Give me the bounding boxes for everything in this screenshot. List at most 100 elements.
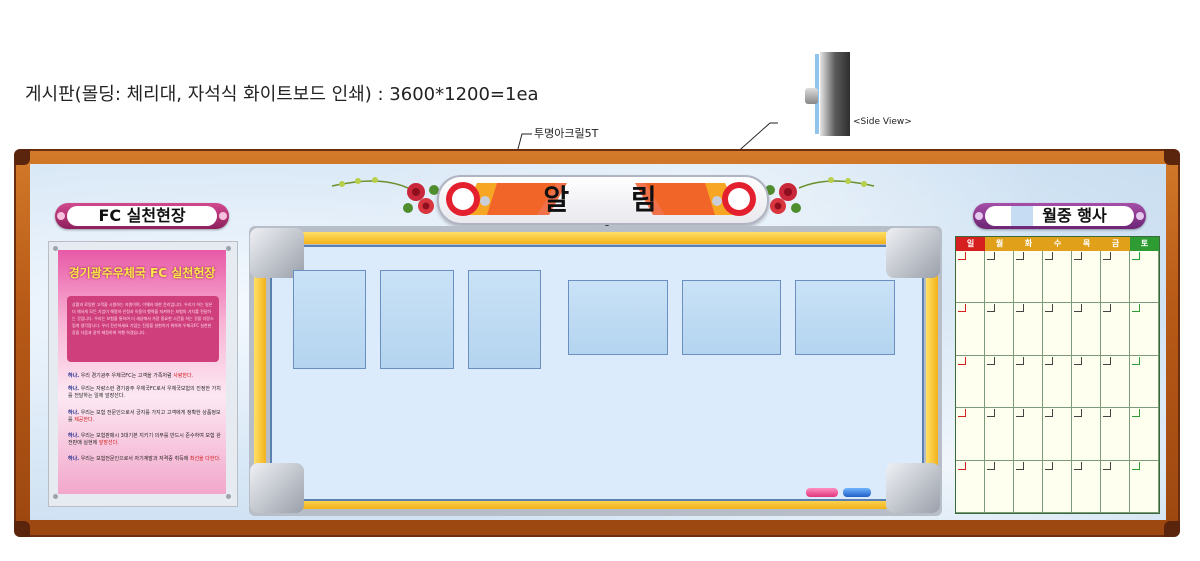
calendar-date-box bbox=[1103, 409, 1111, 418]
screw-icon bbox=[53, 494, 58, 499]
calendar-date-box bbox=[1074, 252, 1082, 260]
calendar-cell[interactable] bbox=[1101, 408, 1130, 461]
calendar-cell[interactable] bbox=[1101, 303, 1130, 356]
calendar-cell[interactable] bbox=[1072, 408, 1101, 461]
calendar-cell[interactable] bbox=[1130, 303, 1159, 356]
calendar-date-box bbox=[958, 461, 966, 470]
whiteboard-rail-left bbox=[254, 275, 266, 465]
whiteboard-corner-bracket bbox=[886, 228, 940, 278]
calendar-cell[interactable] bbox=[1130, 408, 1159, 461]
poster-title: 경기광주우체국 FC 실천헌장 bbox=[68, 266, 216, 280]
calendar-date-box bbox=[958, 304, 966, 313]
calendar-cell[interactable] bbox=[1072, 303, 1101, 356]
side-view-label: <Side View> bbox=[853, 117, 912, 127]
calendar-cell[interactable] bbox=[1072, 251, 1101, 304]
calendar-date-box bbox=[1074, 356, 1082, 365]
badge-highlight bbox=[1011, 206, 1033, 226]
monthly-events-label: 월중 행사 bbox=[985, 206, 1134, 226]
calendar-cell[interactable] bbox=[985, 460, 1014, 513]
acrylic-pocket[interactable] bbox=[293, 270, 366, 369]
corner-cap-br bbox=[1164, 521, 1180, 537]
calendar-cell[interactable] bbox=[985, 408, 1014, 461]
corner-cap-bl bbox=[14, 521, 30, 537]
calendar-date-box bbox=[1016, 304, 1024, 313]
poster-intro-box bbox=[67, 296, 219, 362]
title-plate-ornament bbox=[446, 182, 756, 216]
calendar-cell[interactable] bbox=[1043, 408, 1072, 461]
whiteboard-corner-bracket bbox=[886, 463, 940, 513]
flower-decoration-left bbox=[331, 177, 439, 214]
calendar-date-box bbox=[987, 304, 995, 313]
calendar-date-box bbox=[1103, 304, 1111, 313]
whiteboard-corner-bracket bbox=[250, 228, 304, 278]
calendar-cell[interactable] bbox=[985, 251, 1014, 304]
calendar-cell[interactable] bbox=[985, 355, 1014, 409]
calendar-cell[interactable] bbox=[1043, 251, 1072, 304]
calendar-date-box bbox=[1132, 356, 1140, 365]
calendar-cell[interactable] bbox=[985, 303, 1014, 356]
badge-dot-left bbox=[57, 212, 65, 220]
calendar-date-box bbox=[1103, 461, 1111, 470]
calendar-cell[interactable] bbox=[1130, 355, 1159, 409]
calendar-date-box bbox=[987, 461, 995, 470]
calendar-cell[interactable] bbox=[1101, 460, 1130, 513]
calendar-cell[interactable] bbox=[1014, 460, 1043, 513]
calendar-date-box bbox=[1045, 461, 1053, 470]
acrylic-pocket[interactable] bbox=[380, 270, 454, 369]
calendar-day-header: 월 bbox=[985, 237, 1014, 251]
calendar-date-box bbox=[1045, 409, 1053, 418]
calendar-cell[interactable] bbox=[956, 251, 985, 304]
fc-charter-poster bbox=[58, 250, 226, 494]
calendar-date-box bbox=[1074, 304, 1082, 313]
calendar-cell[interactable] bbox=[956, 355, 985, 409]
calendar-cell[interactable] bbox=[1043, 303, 1072, 356]
acrylic-pocket[interactable] bbox=[568, 280, 668, 355]
calendar-cell[interactable] bbox=[1130, 251, 1159, 304]
marker-blue[interactable] bbox=[843, 488, 871, 497]
whiteboard-rail-top bbox=[300, 232, 892, 244]
calendar-cell[interactable] bbox=[956, 460, 985, 513]
calendar-cell[interactable] bbox=[1014, 355, 1043, 409]
calendar-cell[interactable] bbox=[1014, 251, 1043, 304]
screw-icon bbox=[226, 494, 231, 499]
poster-item: 하나. 우리 경기광주 우체국FC는 고객을 가족처럼 사랑한다. bbox=[68, 373, 194, 379]
calendar-cell[interactable] bbox=[1043, 460, 1072, 513]
calendar-date-box bbox=[1016, 461, 1024, 470]
calendar-day-header: 일 bbox=[956, 237, 985, 251]
calendar-cell[interactable] bbox=[1043, 355, 1072, 409]
poster-item: 하나. 우리는 보험전문인으로서 자기계발과 자격증 취득에 최선을 다한다. bbox=[68, 456, 221, 462]
calendar-cell[interactable] bbox=[1101, 355, 1130, 409]
calendar-date-box bbox=[1132, 409, 1140, 418]
badge-dot-right bbox=[1136, 212, 1144, 220]
calendar-date-box bbox=[1045, 304, 1053, 313]
calendar-date-box bbox=[1016, 356, 1024, 365]
acrylic-pocket[interactable] bbox=[682, 280, 781, 355]
calendar-cell[interactable] bbox=[1014, 408, 1043, 461]
acrylic-pocket[interactable] bbox=[795, 280, 895, 355]
acrylic-callout-label: 투명아크릴5T bbox=[534, 127, 599, 140]
calendar-cell[interactable] bbox=[956, 408, 985, 461]
calendar-cell[interactable] bbox=[1101, 251, 1130, 304]
poster-item: 하나. 우리는 자랑스런 경기광주 우체국FC로서 우체국보험의 진정한 가치를… bbox=[68, 386, 221, 399]
calendar-cell[interactable] bbox=[1014, 303, 1043, 356]
calendar-cell[interactable] bbox=[1130, 460, 1159, 513]
calendar-cell[interactable] bbox=[1072, 355, 1101, 409]
spec-text: 게시판(몰딩: 체리대, 자석식 화이트보드 인쇄) : 3600*1200=1… bbox=[25, 84, 539, 105]
calendar-date-box bbox=[1103, 356, 1111, 365]
badge-dot-left bbox=[975, 212, 983, 220]
badge-dot-right bbox=[219, 212, 227, 220]
calendar-date-box bbox=[1074, 409, 1082, 418]
calendar-cell[interactable] bbox=[1072, 460, 1101, 513]
calendar-day-header: 화 bbox=[1014, 237, 1043, 251]
monthly-events-badge: 월중 행사 bbox=[973, 203, 1146, 229]
marker-pink[interactable] bbox=[806, 488, 838, 497]
calendar-date-box bbox=[1132, 461, 1140, 470]
calendar-date-box bbox=[1045, 252, 1053, 260]
calendar-day-header: 토 bbox=[1130, 237, 1159, 251]
poster-item: 하나. 우리는 보험 전문인으로서 긍지를 가지고 고객에게 정확한 상품정보를… bbox=[68, 410, 221, 423]
acrylic-pocket[interactable] bbox=[468, 270, 541, 369]
calendar-date-box bbox=[987, 409, 995, 418]
whiteboard-corner-bracket bbox=[250, 463, 304, 513]
fc-badge-label: FC 실천현장 bbox=[67, 206, 217, 226]
calendar-cell[interactable] bbox=[956, 303, 985, 356]
